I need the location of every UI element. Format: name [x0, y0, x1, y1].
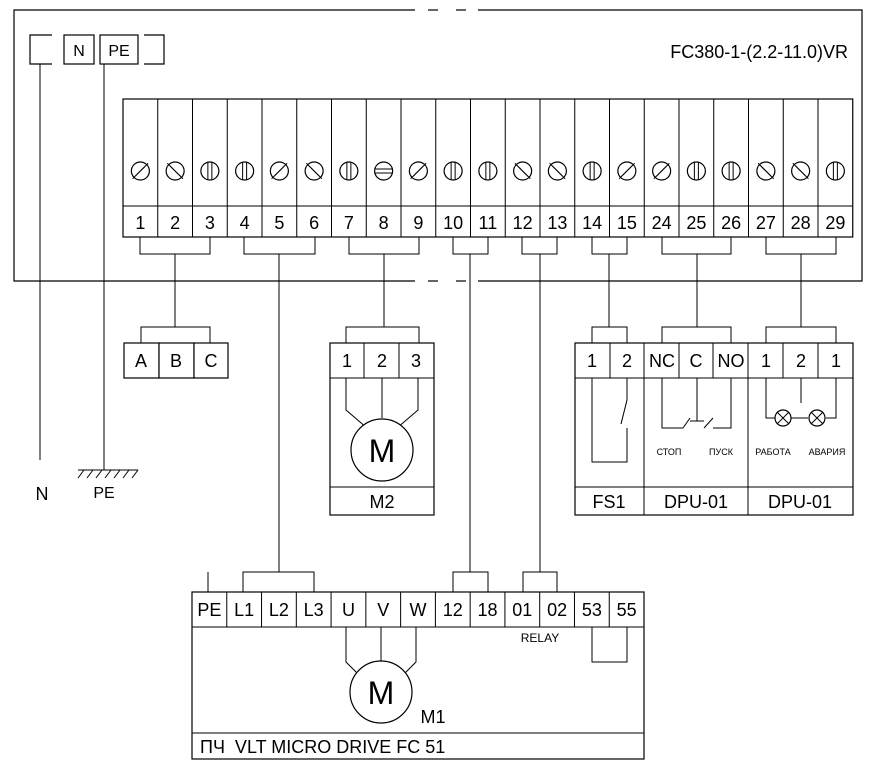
- drive-terminal-labels: PE L1 L2 L3 U V W 12 18 01 02 53 55: [197, 600, 636, 620]
- screw-icon: [130, 161, 150, 181]
- motor-m2-label: M2: [369, 492, 394, 512]
- start-caption: ПУСК: [709, 447, 734, 457]
- run-caption: РАБОТА: [755, 447, 790, 457]
- motor-m2-terminal: 2: [377, 351, 387, 371]
- terminal-label: 10: [443, 213, 463, 233]
- terminal-label: 1: [135, 213, 145, 233]
- terminal-label: 7: [344, 213, 354, 233]
- dpu-start-stop-label: DPU-01: [664, 492, 728, 512]
- supply-terminal-block: N PE: [29, 34, 165, 65]
- dpu-start-stop-terminal: C: [690, 351, 703, 371]
- drive-terminal-label: 02: [547, 600, 567, 620]
- screw-icon: [374, 161, 394, 181]
- terminal-label: 27: [756, 213, 776, 233]
- screw-icon: [686, 161, 706, 181]
- terminal-label: 26: [721, 213, 741, 233]
- terminal-label: 13: [547, 213, 567, 233]
- motor-m2-symbol: M: [369, 433, 396, 469]
- neutral-label: N: [36, 484, 49, 504]
- supply-n-label: N: [73, 43, 85, 60]
- screw-icon: [721, 161, 741, 181]
- ground-symbol: [77, 469, 139, 479]
- dpu-start-stop-terminal: NO: [718, 351, 745, 371]
- screw-icon: [513, 161, 533, 181]
- screw-icon: [200, 161, 220, 181]
- screw-icon: [652, 161, 672, 181]
- dpu-lamp-terminal: 1: [761, 351, 771, 371]
- drive-terminal-label: 01: [512, 600, 532, 620]
- drive-terminal-label: W: [410, 600, 427, 620]
- screw-icon: [165, 161, 185, 181]
- phase-terminal-block: A B C: [123, 342, 229, 379]
- screw-icon: [756, 161, 776, 181]
- controller-model: FC380-1-(2.2-11.0)VR: [670, 42, 848, 62]
- drive-terminal-label: PE: [197, 600, 221, 620]
- dpu-lamp-terminal: 2: [796, 351, 806, 371]
- drive-terminal-label: 12: [443, 600, 463, 620]
- dpu-lamps-label: DPU-01: [768, 492, 832, 512]
- phase-b-label: B: [170, 351, 182, 371]
- screw-icon: [269, 161, 289, 181]
- fs1-terminal: 1: [587, 351, 597, 371]
- phase-c-label: C: [205, 351, 218, 371]
- terminal-label: 14: [582, 213, 602, 233]
- drive-terminal-label: U: [342, 600, 355, 620]
- dpu-lamp-terminal: 1: [831, 351, 841, 371]
- drive-terminal-label: L1: [234, 600, 254, 620]
- relay-label: RELAY: [521, 631, 559, 645]
- fs1-label: FS1: [592, 492, 625, 512]
- terminal-label: 29: [825, 213, 845, 233]
- screw-icon: [443, 161, 463, 181]
- terminal-label: 12: [513, 213, 533, 233]
- motor-m2: 1 2 3 M M2: [329, 342, 435, 516]
- terminal-label: 6: [309, 213, 319, 233]
- terminal-label: 2: [170, 213, 180, 233]
- terminal-label: 9: [413, 213, 423, 233]
- alarm-caption: АВАРИЯ: [809, 447, 846, 457]
- screw-icon: [408, 161, 428, 181]
- sensor-and-panel-block: 1 2 NC C NO 1 2 1 СТОП ПУСК РАБОТА АВАРИ…: [574, 342, 854, 516]
- terminal-label: 5: [274, 213, 284, 233]
- screw-icon: [582, 161, 602, 181]
- wiring: [39, 64, 837, 592]
- terminal-labels: 1 2 3 4 5 6 7 8 9 10 11 12 13 14 15 24 2…: [135, 213, 845, 233]
- drive-motor-label: M1: [420, 707, 445, 727]
- drive-motor-symbol: M: [368, 675, 395, 711]
- phase-a-label: A: [135, 351, 147, 371]
- screw-icon: [478, 161, 498, 181]
- screw-icon: [617, 161, 637, 181]
- terminal-label: 15: [617, 213, 637, 233]
- drive-terminal-label: V: [377, 600, 389, 620]
- drive-title: ПЧ VLT MICRO DRIVE FC 51: [200, 737, 445, 757]
- motor-m2-terminal: 3: [411, 351, 421, 371]
- screw-icon: [235, 161, 255, 181]
- drive-terminal-label: L2: [269, 600, 289, 620]
- drive-terminal-label: L3: [304, 600, 324, 620]
- screw-icon: [547, 161, 567, 181]
- drive-terminal-label: 55: [617, 600, 637, 620]
- screw-icon: [339, 161, 359, 181]
- frequency-drive: M M1 RELAY ПЧ VLT MICRO DRIVE FC 51: [191, 591, 645, 760]
- screw-icon: [304, 161, 324, 181]
- terminal-label: 24: [652, 213, 672, 233]
- terminal-label: 8: [379, 213, 389, 233]
- drive-terminal-label: 53: [582, 600, 602, 620]
- dpu-start-stop-terminal: NC: [649, 351, 675, 371]
- terminal-label: 28: [791, 213, 811, 233]
- ground-pe-label: PE: [93, 485, 114, 502]
- screw-icon: [791, 161, 811, 181]
- terminal-label: 11: [479, 213, 498, 233]
- terminal-label: 3: [205, 213, 215, 233]
- supply-pe-label: PE: [108, 43, 129, 60]
- terminal-screws: [130, 161, 845, 181]
- terminal-label: 25: [686, 213, 706, 233]
- terminal-label: 4: [240, 213, 250, 233]
- drive-terminal-label: 18: [478, 600, 498, 620]
- controller-enclosure: [13, 9, 863, 282]
- stop-caption: СТОП: [657, 447, 682, 457]
- fs1-terminal: 2: [622, 351, 632, 371]
- motor-m2-terminal: 1: [342, 351, 352, 371]
- screw-icon: [825, 161, 845, 181]
